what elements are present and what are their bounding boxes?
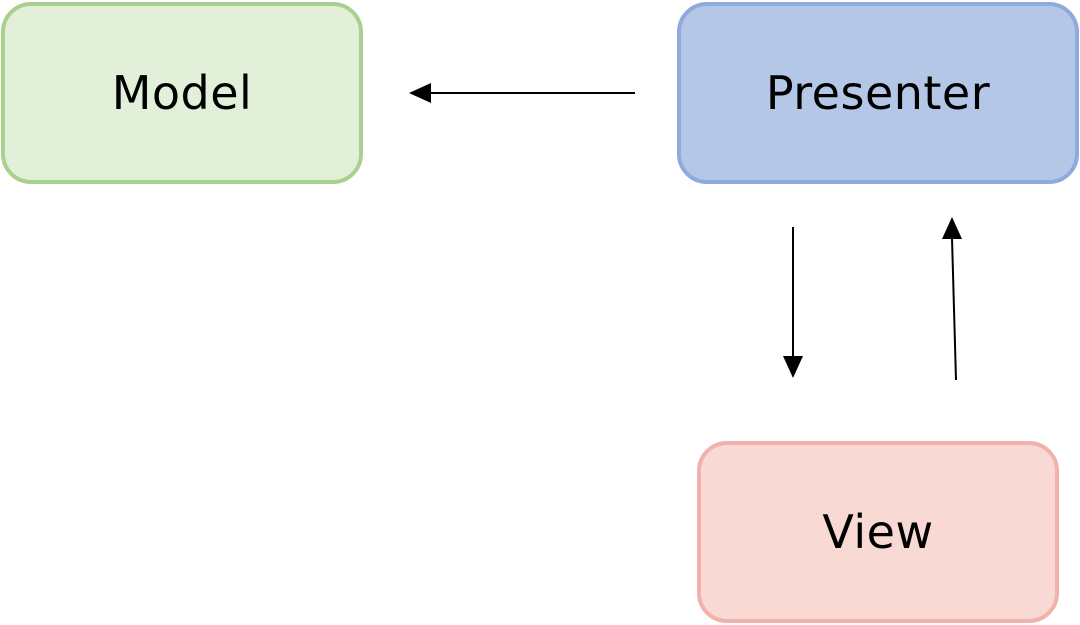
edge-view-to-presenter <box>942 217 962 381</box>
model-label: Model <box>111 66 253 120</box>
view-node: View <box>697 441 1059 623</box>
edge-presenter-to-view <box>783 227 803 378</box>
edge-presenter-to-model <box>409 83 635 103</box>
presenter-node: Presenter <box>677 2 1079 184</box>
model-node: Model <box>1 2 363 184</box>
presenter-label: Presenter <box>765 66 991 120</box>
view-label: View <box>822 505 934 559</box>
